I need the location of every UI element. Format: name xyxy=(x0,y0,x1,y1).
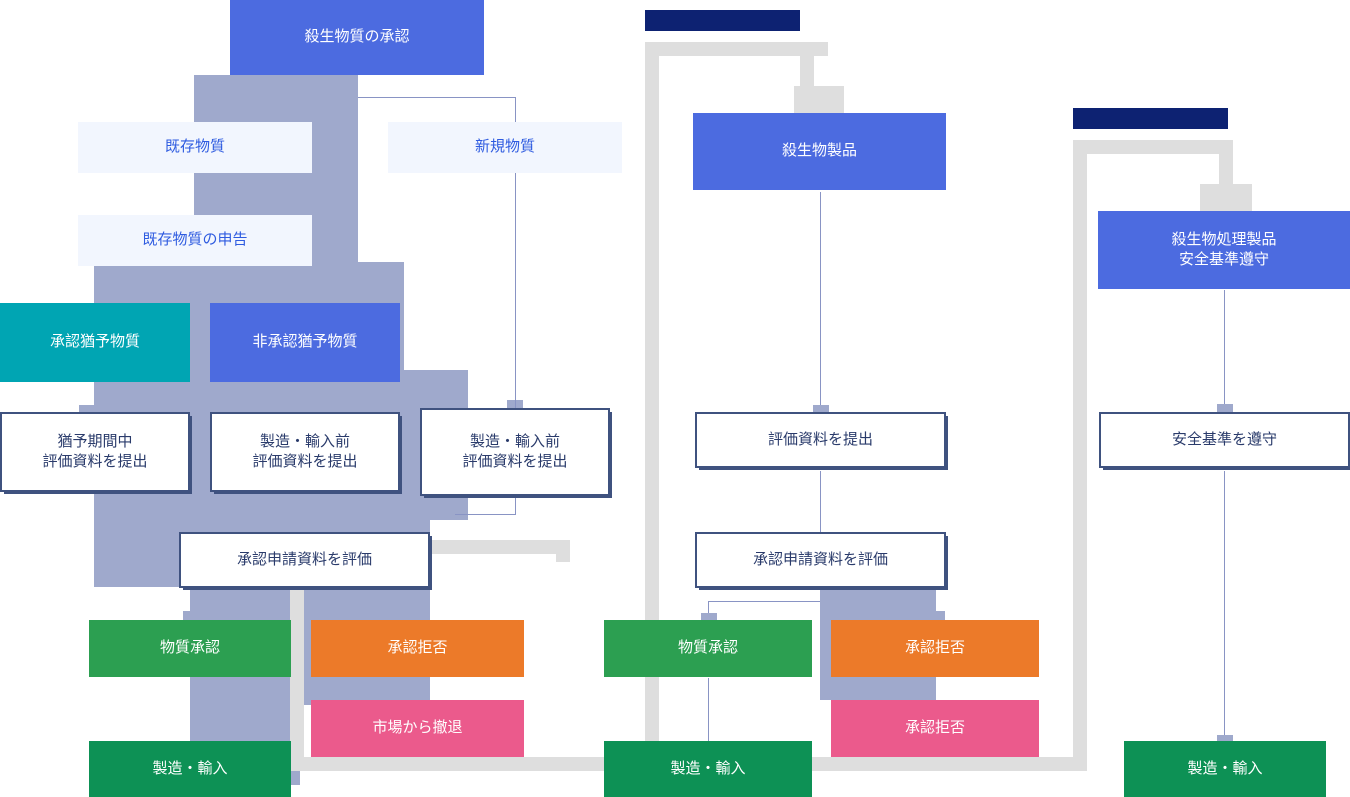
line-product-to-submit xyxy=(820,192,821,410)
bracket-mid-top-bar xyxy=(645,42,828,56)
line-premanuf-b-left xyxy=(455,514,516,515)
bracket-right-bottom-bar xyxy=(810,757,1087,771)
banner-biocidal-product xyxy=(645,10,800,31)
bracket-mid-left-rail xyxy=(645,42,659,771)
bracket-mid-bottom-bar xyxy=(290,757,659,771)
line-comply-to-manufacture xyxy=(1224,471,1225,741)
node-biocidal-product[interactable]: 殺生物製品 xyxy=(693,113,946,190)
line-treated-to-comply xyxy=(1224,290,1225,410)
node-line-2: 安全基準遵守 xyxy=(1178,251,1269,268)
node-line-2: 評価資料を提出 xyxy=(42,453,148,470)
node-submit-during-grace[interactable]: 猶予期間中 評価資料を提出 xyxy=(0,412,190,492)
line-premanuf-b-down xyxy=(515,492,516,515)
bracket-right-drop-cap xyxy=(1200,184,1252,214)
node-submit-before-manufacture-b[interactable]: 製造・輸入前 評価資料を提出 xyxy=(420,408,610,496)
node-line-2: 評価資料を提出 xyxy=(252,453,358,470)
node-submit-before-manufacture-a[interactable]: 製造・輸入前 評価資料を提出 xyxy=(210,412,400,492)
line-new-substance-top xyxy=(358,97,515,98)
node-new-substance[interactable]: 新規物質 xyxy=(388,122,622,173)
bracket-right-top-bar xyxy=(1073,140,1233,154)
line-evaluate-split-mid xyxy=(708,601,820,602)
line-approved-to-manufacture-mid xyxy=(708,678,709,744)
node-non-approval-deferred-substance[interactable]: 非承認猶予物質 xyxy=(210,303,400,382)
node-evaluate-application-left[interactable]: 承認申請資料を評価 xyxy=(179,532,430,588)
node-evaluate-application-mid[interactable]: 承認申請資料を評価 xyxy=(695,532,946,588)
node-approval-refused-mid-orange[interactable]: 承認拒否 xyxy=(831,620,1039,677)
node-line-1: 製造・輸入前 xyxy=(259,432,350,450)
node-manufacture-import-left[interactable]: 製造・輸入 xyxy=(89,741,291,797)
bracket-mid-stub-down xyxy=(556,540,570,562)
node-approval-of-biocidal-substance[interactable]: 殺生物質の承認 xyxy=(230,0,484,75)
bracket-right-left-rail xyxy=(1073,140,1087,771)
banner-treated-article xyxy=(1073,108,1228,129)
node-comply-safety-standard[interactable]: 安全基準を遵守 xyxy=(1099,412,1350,468)
node-line-1: 猶予期間中 xyxy=(57,432,133,450)
node-approval-refused-mid-pink[interactable]: 承認拒否 xyxy=(831,700,1039,757)
node-line-1: 製造・輸入前 xyxy=(469,432,560,450)
node-approval-deferred-substance[interactable]: 承認猶予物質 xyxy=(0,303,190,382)
node-existing-substance[interactable]: 既存物質 xyxy=(78,122,312,173)
node-approval-refused-left[interactable]: 承認拒否 xyxy=(311,620,524,677)
line-new-substance-vertical xyxy=(515,97,516,410)
node-treated-article-safety[interactable]: 殺生物処理製品 安全基準遵守 xyxy=(1098,211,1350,289)
line-submit-to-evaluate-mid xyxy=(820,471,821,532)
bracket-mid-drop-cap xyxy=(794,86,844,116)
node-existing-substance-declaration[interactable]: 既存物質の申告 xyxy=(78,215,312,266)
node-manufacture-import-right[interactable]: 製造・輸入 xyxy=(1124,741,1326,797)
line-evaluate-split-mid-down xyxy=(708,601,709,621)
node-withdraw-from-market[interactable]: 市場から撤退 xyxy=(311,700,524,757)
node-submit-evaluation-docs-mid[interactable]: 評価資料を提出 xyxy=(695,412,946,468)
bracket-mid-bottom-left-rail xyxy=(290,540,304,771)
node-substance-approved-mid[interactable]: 物質承認 xyxy=(604,620,812,677)
node-line-1: 殺生物処理製品 xyxy=(1171,230,1277,248)
node-substance-approved-left[interactable]: 物質承認 xyxy=(89,620,291,677)
node-manufacture-import-mid[interactable]: 製造・輸入 xyxy=(604,741,812,797)
node-line-2: 評価資料を提出 xyxy=(462,453,568,470)
